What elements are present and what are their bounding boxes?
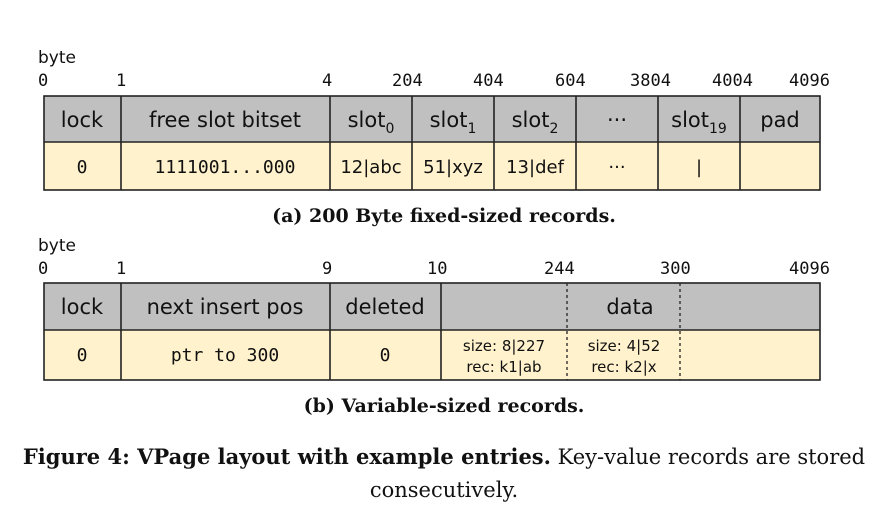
panel-a-offsets: 0 1 4 204 404 604 3804 4004 4096 xyxy=(38,71,830,91)
panel-a-value-row xyxy=(44,142,820,190)
record-key-value: rec: k1|ab xyxy=(466,358,541,376)
panel-a-offset: 4004 xyxy=(712,71,753,91)
panel-a-offset: 3804 xyxy=(630,71,671,91)
panel-b-unit-label: byte xyxy=(38,236,76,256)
record-key-value: rec: k2|x xyxy=(591,358,656,376)
panel-a-value-slot: 13|def xyxy=(506,157,564,178)
panel-a-offset: 204 xyxy=(392,71,423,91)
figure-caption-title: Figure 4: VPage layout with example entr… xyxy=(22,444,551,469)
figure-caption-text: Key-value records are stored consecutive… xyxy=(369,445,866,502)
panel-a-header-slot: slot2 xyxy=(512,108,559,137)
panel-a-grid xyxy=(43,95,821,191)
panel-b-header-labels: lock next insert pos deleted data xyxy=(61,295,654,319)
panel-b-offset: 300 xyxy=(660,259,691,279)
panel-a-value-slot: 12|abc xyxy=(340,157,401,178)
panel-b-offset: 1 xyxy=(116,259,126,279)
panel-b-value-deleted: 0 xyxy=(380,345,391,366)
panel-a-header-background xyxy=(44,96,820,142)
panel-b-header-data: data xyxy=(606,295,653,319)
panel-b-caption: (b) Variable-sized records. xyxy=(303,395,585,417)
panel-b-offsets: 0 1 9 10 244 300 4096 xyxy=(38,259,830,279)
panel-a-header-bitset: free slot bitset xyxy=(149,108,301,132)
panel-a-value-lock: 0 xyxy=(77,157,88,178)
panel-a-header-slot: slot0 xyxy=(348,108,395,137)
panel-b-offset: 244 xyxy=(544,259,575,279)
panel-b-value-background xyxy=(44,330,820,380)
panel-b-offset: 10 xyxy=(427,259,447,279)
panel-a-offset: 604 xyxy=(555,71,586,91)
panel-a-header-slot: slot19 xyxy=(671,108,727,137)
panel-b-offset: 4096 xyxy=(789,259,830,279)
panel-a-value-background xyxy=(44,142,820,190)
panel-b-grid xyxy=(43,282,821,381)
panel-b-offset: 9 xyxy=(322,259,332,279)
panel-a-header-lock: lock xyxy=(61,108,104,132)
panel-b-header-background xyxy=(44,283,820,330)
panel-a-header-pad: pad xyxy=(760,108,800,132)
panel-b-record-dividers xyxy=(566,283,681,380)
record-size: size: 4|52 xyxy=(588,337,661,355)
panel-a-value-slot: | xyxy=(696,157,702,178)
panel-a-header-ellipsis: ··· xyxy=(607,108,627,132)
panel-b-variable-records: byte 0 1 9 10 244 300 4096 lock next ins… xyxy=(38,236,830,381)
panel-a-outline xyxy=(43,95,821,191)
panel-a-offset: 1 xyxy=(116,71,126,91)
panel-a-header-labels: lock free slot bitset slot0 slot1 slot2 … xyxy=(61,108,800,137)
panel-a-offset: 4 xyxy=(322,71,332,91)
panel-a-unit-label: byte xyxy=(38,48,76,68)
panel-a-header-row xyxy=(44,96,820,142)
panel-a-fixed-records: byte 0 1 4 204 404 604 3804 4004 4096 xyxy=(38,48,830,191)
figure-caption: Figure 4: VPage layout with example entr… xyxy=(0,440,888,507)
panel-a-offset: 0 xyxy=(38,71,48,91)
panel-b-header-next-insert: next insert pos xyxy=(147,295,304,319)
panel-a-offset: 4096 xyxy=(789,71,830,91)
panel-b-header-lock: lock xyxy=(61,295,104,319)
record-size: size: 8|227 xyxy=(463,337,545,355)
panel-b-header-deleted: deleted xyxy=(345,295,425,319)
panel-a-header-slot: slot1 xyxy=(430,108,477,137)
panel-a-offset: 404 xyxy=(473,71,504,91)
panel-b-value-next-insert: ptr to 300 xyxy=(171,345,279,366)
panel-a-value-bitset: 1111001...000 xyxy=(155,157,296,178)
panel-a-value-slot: 51|xyz xyxy=(423,157,483,178)
panel-a-caption: (a) 200 Byte fixed-sized records. xyxy=(272,205,616,227)
panel-b-outline xyxy=(43,282,821,381)
panel-b-offset: 0 xyxy=(38,259,48,279)
panel-a-value-ellipsis: ··· xyxy=(608,157,625,178)
panel-b-value-lock: 0 xyxy=(77,345,88,366)
panel-a-value-labels: 0 1111001...000 12|abc 51|xyz 13|def ···… xyxy=(77,157,702,178)
panel-b-records: size: 8|227 rec: k1|ab size: 4|52 rec: k… xyxy=(463,337,660,376)
panel-b-value-labels: 0 ptr to 300 0 xyxy=(77,345,391,366)
